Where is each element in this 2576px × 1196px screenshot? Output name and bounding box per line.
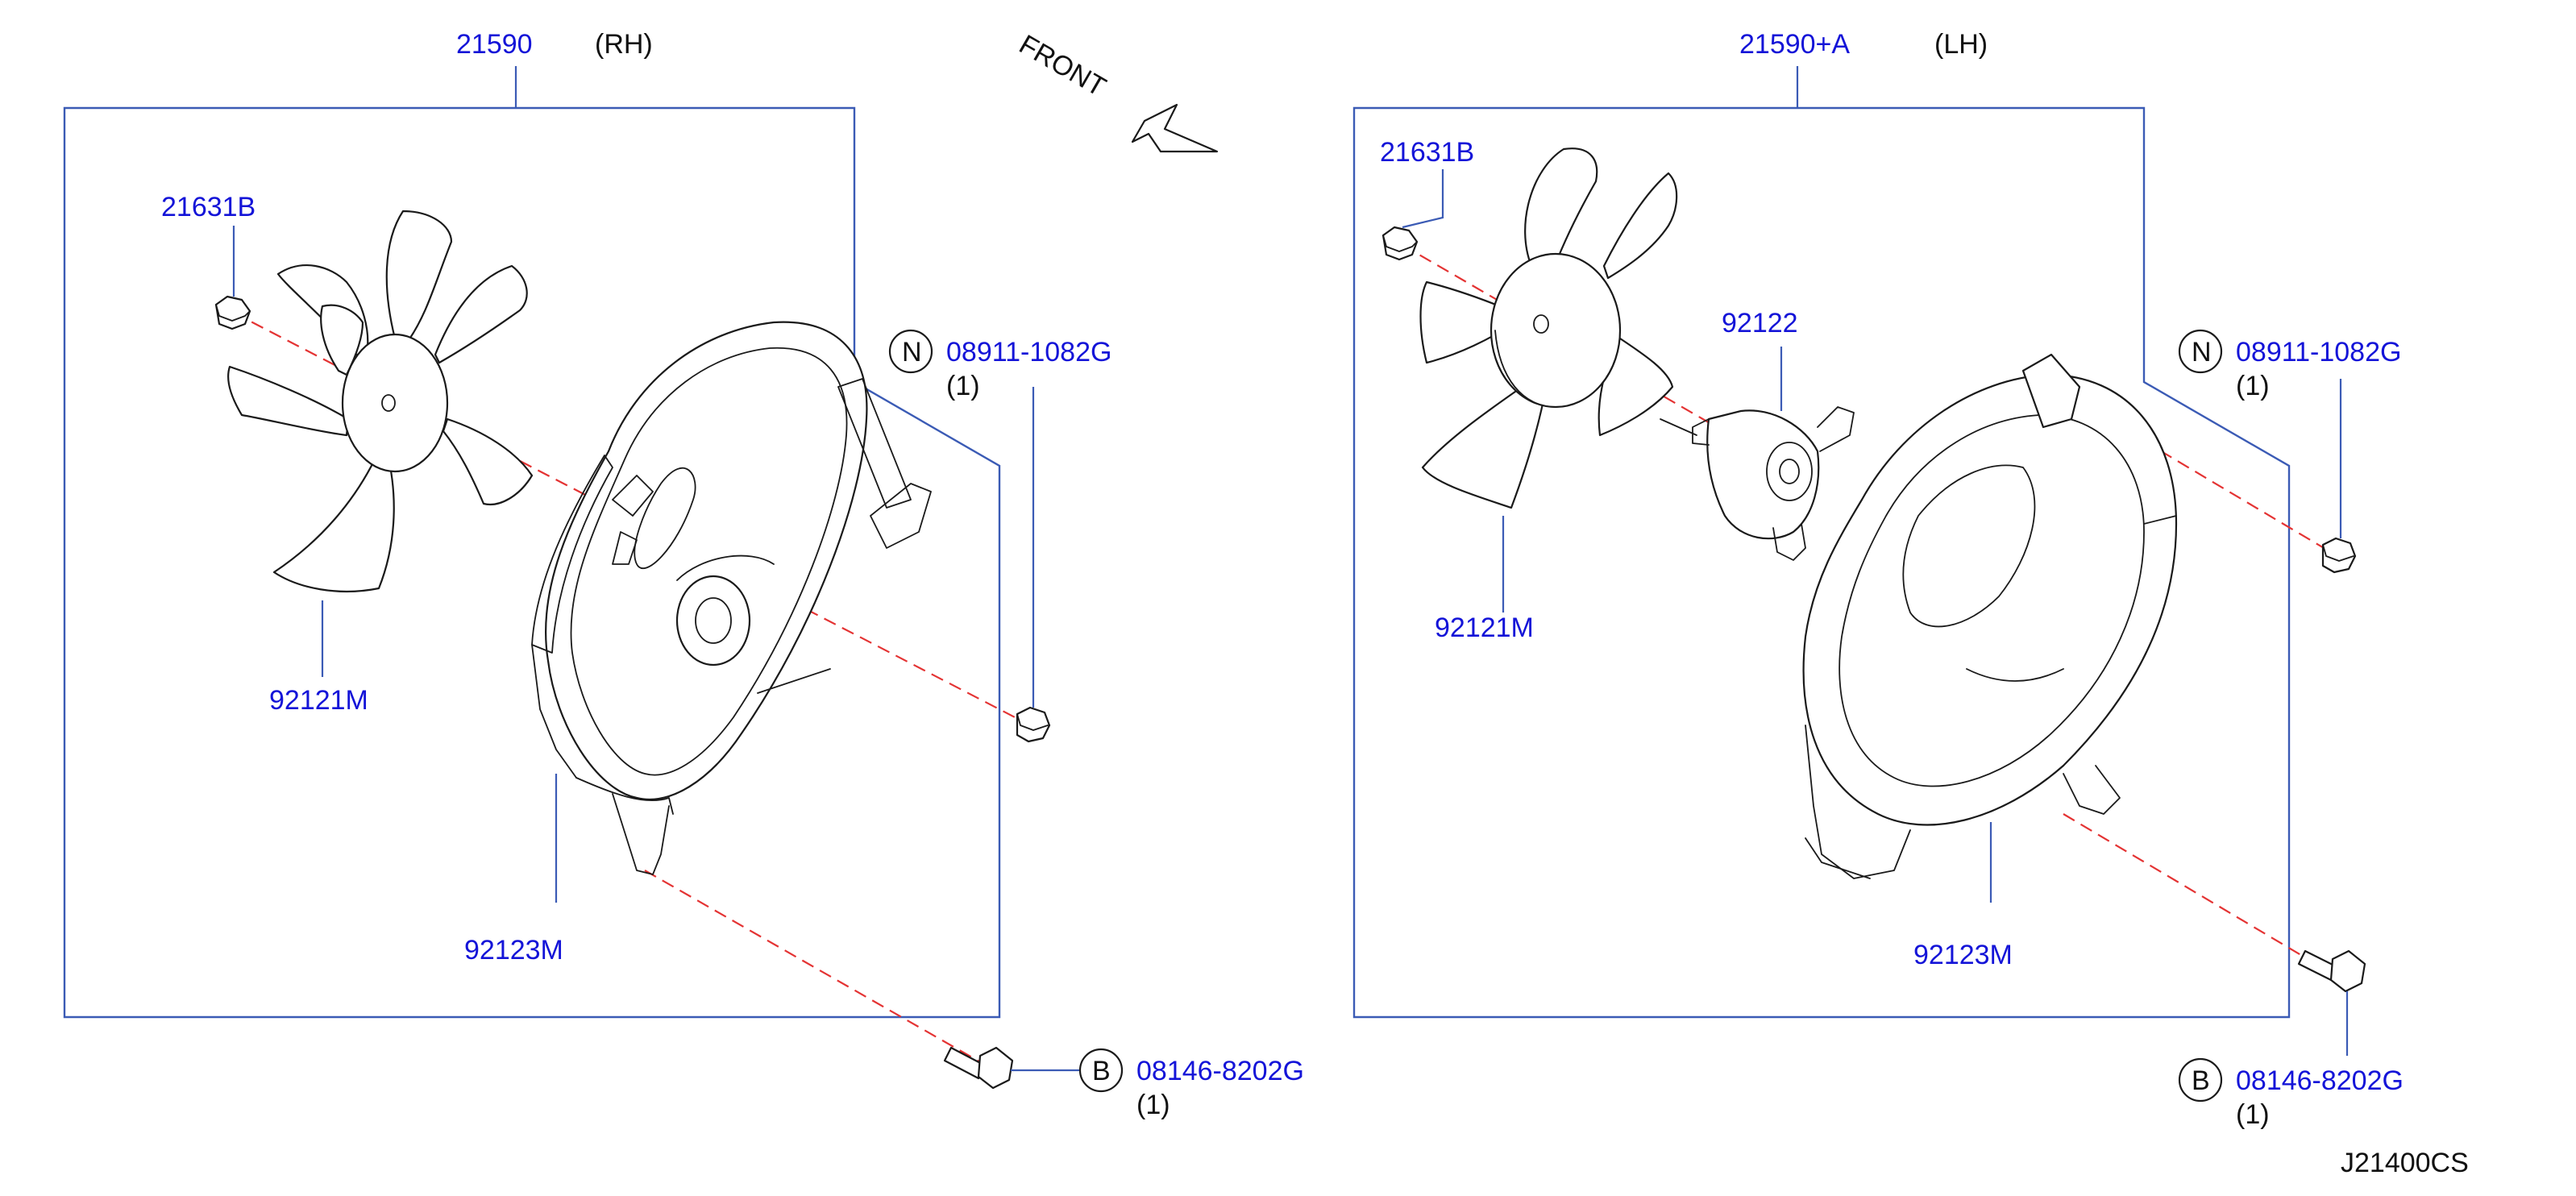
rh-n-symbol: N — [888, 329, 933, 374]
lh-assembly-frame — [1352, 106, 2291, 1019]
diagram-code: J21400CS — [2341, 1148, 2469, 1178]
rh-b-symbol: B — [1078, 1048, 1124, 1093]
lh-shroud-92123m[interactable] — [1802, 353, 2178, 879]
svg-text:N: N — [902, 337, 922, 368]
rh-n-part-number[interactable]: 08911-1082G — [946, 337, 1111, 368]
lh-motor-part-number[interactable]: 92122 — [1722, 308, 1798, 338]
rh-assembly-frame — [63, 106, 1001, 1019]
lh-n-part-number[interactable]: 08911-1082G — [2236, 337, 2401, 368]
lh-side-label: (LH) — [1934, 29, 1988, 60]
lh-b-qty: (1) — [2236, 1099, 2270, 1130]
rh-b-qty: (1) — [1136, 1090, 1170, 1120]
rh-nut-part-number[interactable]: 21631B — [161, 192, 256, 222]
lh-n-symbol: N — [2178, 329, 2223, 374]
svg-text:B: B — [1092, 1056, 1111, 1086]
rh-nut-21631b[interactable] — [214, 295, 251, 330]
rh-assembly: 21590 (RH) 21631B 92121M — [63, 29, 1304, 1120]
lh-nut-21631b[interactable] — [1381, 226, 1419, 261]
lh-nut-centerline — [2038, 378, 2338, 557]
rh-shroud-92123m[interactable] — [531, 321, 932, 875]
svg-text:N: N — [2192, 337, 2212, 368]
lh-b-symbol: B — [2178, 1057, 2223, 1103]
lh-nut-leader — [1402, 169, 1444, 229]
lh-assembly-part-number[interactable]: 21590+A — [1739, 29, 1850, 60]
rh-b-bolt[interactable] — [943, 1046, 1014, 1090]
rh-n-qty: (1) — [946, 371, 980, 401]
front-direction-indicator: FRONT — [1014, 29, 1219, 153]
lh-b-bolt[interactable] — [2297, 949, 2366, 993]
rh-bolt-centerline — [644, 870, 984, 1065]
front-arrow-icon — [1131, 103, 1219, 153]
rh-b-part-number[interactable]: 08146-8202G — [1136, 1056, 1304, 1086]
rh-fan-92121m[interactable] — [227, 210, 534, 593]
lh-n-qty: (1) — [2236, 371, 2270, 401]
front-label: FRONT — [1014, 29, 1111, 102]
lh-n-nut[interactable] — [2321, 537, 2357, 574]
rh-fan-part-number[interactable]: 92121M — [269, 685, 368, 716]
lh-motor-92122[interactable] — [1660, 406, 1855, 561]
rh-side-label: (RH) — [595, 29, 653, 60]
svg-text:B: B — [2192, 1065, 2210, 1096]
lh-bolt-centerline — [2063, 813, 2322, 968]
lh-nut-part-number[interactable]: 21631B — [1380, 137, 1474, 168]
lh-b-part-number[interactable]: 08146-8202G — [2236, 1065, 2404, 1096]
rh-assembly-part-number[interactable]: 21590 — [456, 29, 533, 60]
rh-shroud-part-number[interactable]: 92123M — [464, 935, 563, 966]
lh-fan-part-number[interactable]: 92121M — [1435, 613, 1534, 643]
lh-shroud-part-number[interactable]: 92123M — [1913, 940, 2013, 970]
lh-fan-92121m[interactable] — [1419, 147, 1678, 509]
rh-n-nut[interactable] — [1016, 706, 1051, 743]
lh-assembly: 21590+A (LH) 21631B 92121M — [1352, 29, 2404, 1130]
